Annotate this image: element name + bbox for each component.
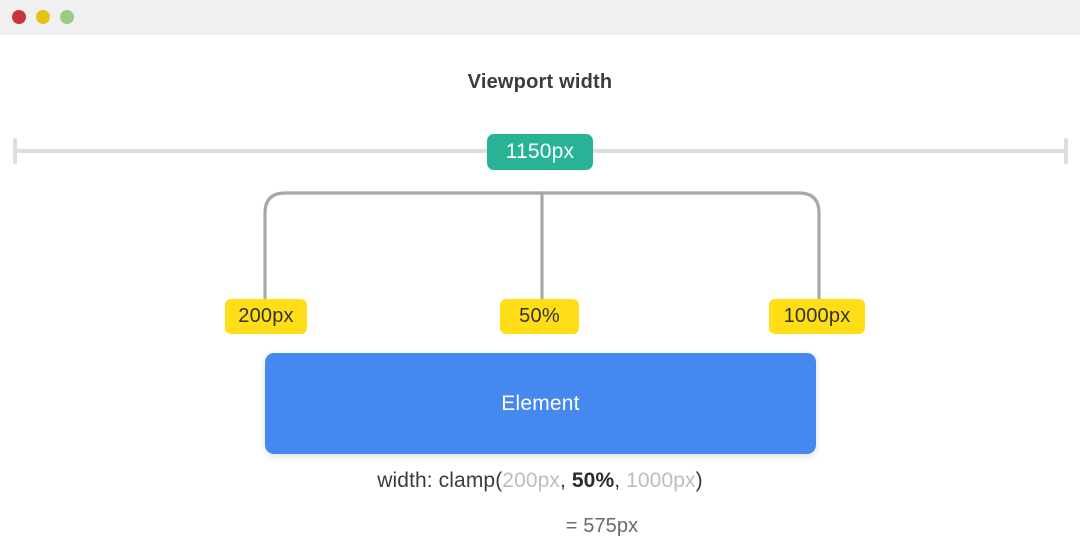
formula-sep-2: , <box>614 469 627 492</box>
formula-sep-1: , <box>560 469 572 492</box>
window-controls <box>12 10 74 24</box>
computed-result-value: = 575px <box>565 515 639 537</box>
clamp-formula: width: clamp(200px, 50%, 1000px) <box>0 469 1080 493</box>
viewport-width-badge: 1150px <box>487 134 593 170</box>
page-title: Viewport width <box>467 71 613 93</box>
element-box-label: Element <box>501 391 580 415</box>
formula-suffix: ) <box>695 469 703 492</box>
clamp-min-badge: 200px <box>225 299 307 334</box>
ruler-cap-left-icon <box>13 138 17 164</box>
close-button[interactable] <box>12 10 26 24</box>
maximize-button[interactable] <box>60 10 74 24</box>
window-titlebar <box>0 0 1080 35</box>
element-box: Element <box>265 353 816 454</box>
formula-prefix: width: clamp( <box>377 469 503 492</box>
clamp-preferred-badge: 50% <box>500 299 579 334</box>
clamp-max-badge: 1000px <box>769 299 865 334</box>
formula-min: 200px <box>502 469 561 492</box>
computed-result: = 575px <box>0 515 1080 538</box>
minimize-button[interactable] <box>36 10 50 24</box>
ruler-cap-right-icon <box>1064 138 1068 164</box>
formula-max: 1000px <box>626 469 696 492</box>
viewport-ruler: 1150px <box>13 134 1068 170</box>
formula-preferred: 50% <box>571 469 615 492</box>
diagram-canvas: Viewport width 1150px 200px 50% 1000px E… <box>0 35 1080 538</box>
clamp-bracket-icon <box>258 185 826 305</box>
